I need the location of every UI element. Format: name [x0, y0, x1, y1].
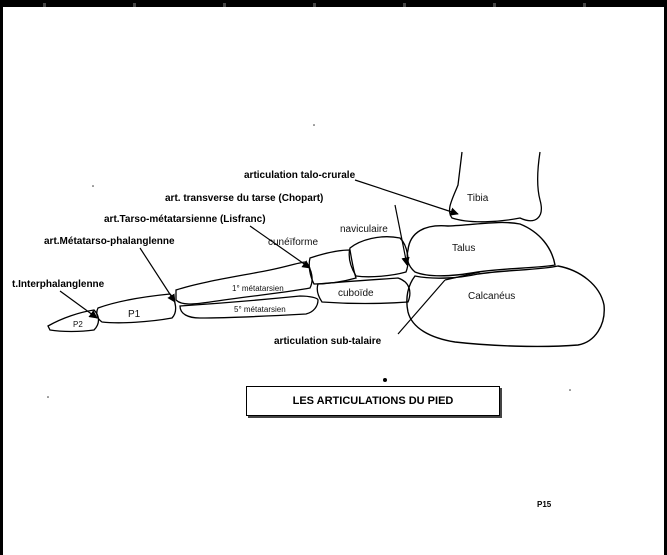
scan-speck: [92, 185, 94, 187]
scan-speck: [569, 389, 571, 391]
arrow-lisfranc: [249, 225, 311, 269]
scan-speck: [47, 396, 49, 398]
label-cuboide: cuboïde: [338, 288, 374, 299]
arrow-talo-crurale: [354, 179, 459, 216]
cuboide-bone: [316, 277, 411, 305]
label-p1: P1: [128, 309, 141, 320]
metatarsien-1-bone: [175, 261, 313, 305]
label-naviculaire: naviculaire: [340, 224, 388, 235]
talus-bone: [406, 221, 556, 277]
metatarsien-5-bone: [179, 295, 319, 319]
label-tibia: Tibia: [467, 193, 489, 204]
page-number: P15: [537, 500, 552, 509]
label-metatarsien-1: 1° métatarsien: [232, 284, 284, 293]
label-calcaneus: Calcanéus: [468, 291, 515, 302]
label-p2: P2: [73, 320, 83, 329]
label-talus: Talus: [452, 243, 475, 254]
phalange-p2-bone: [47, 309, 100, 333]
label-talo-crurale: articulation talo-crurale: [244, 170, 356, 181]
label-cuneiforme: cunéïforme: [268, 237, 318, 248]
label-metatarsien-5: 5° métatarsien: [234, 305, 286, 314]
diagram-title: LES ARTICULATIONS DU PIED: [246, 386, 500, 416]
arrow-interphalangienne: [59, 290, 98, 319]
cuneiforme-bone: [308, 249, 357, 285]
label-lisfranc: art.Tarso-métatarsienne (Lisfranc): [104, 214, 266, 225]
scan-speck: [313, 124, 315, 126]
label-chopart: art. transverse du tarse (Chopart): [165, 193, 323, 204]
label-interphalangienne: t.Interphalanglenne: [12, 279, 105, 290]
tibia-bone: [448, 151, 542, 223]
arrow-metatarso-phalangienne: [139, 247, 176, 303]
calcaneus-bone: [406, 265, 605, 348]
label-sub-talaire: articulation sub-talaire: [274, 336, 382, 347]
arrow-chopart: [394, 204, 410, 266]
arrow-sub-talaire-tip: [444, 271, 481, 281]
naviculaire-bone: [348, 236, 409, 278]
arrow-sub-talaire: [397, 279, 446, 335]
scan-speck: [383, 378, 387, 382]
label-metatarso-phalangienne: art.Métatarso-phalanglenne: [44, 236, 175, 247]
